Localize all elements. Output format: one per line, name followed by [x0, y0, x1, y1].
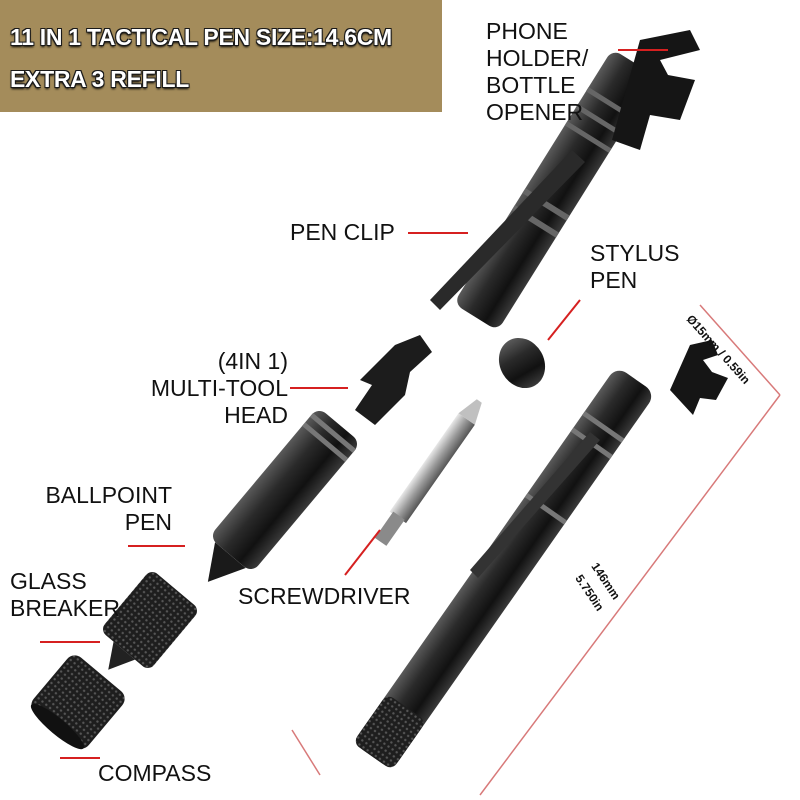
stylus-tip	[498, 337, 546, 389]
dimension-lines	[291, 304, 781, 796]
title-banner: 11 IN 1 TACTICAL PEN SIZE:14.6CM EXTRA 3…	[0, 0, 442, 112]
label-multi-tool-head: (4IN 1) MULTI-TOOL HEAD	[150, 348, 288, 428]
multi-tool-head	[355, 335, 432, 425]
screwdriver-bit	[374, 399, 482, 546]
glass-breaker	[103, 572, 197, 670]
ballpoint-body	[207, 410, 357, 582]
label-compass: COMPASS	[98, 760, 212, 786]
label-stylus-pen: STYLUS PEN	[590, 240, 680, 293]
label-phone-holder: PHONE HOLDER/ BOTTLE OPENER	[486, 18, 589, 125]
label-screwdriver: SCREWDRIVER	[238, 583, 411, 609]
banner-title: 11 IN 1 TACTICAL PEN SIZE:14.6CM	[10, 24, 392, 50]
label-ballpoint-pen: BALLPOINT PEN	[45, 482, 172, 535]
upper-pen-clip	[430, 150, 585, 310]
assembled-bottle-opener	[670, 340, 728, 415]
banner-subtitle: EXTRA 3 REFILL	[10, 66, 189, 92]
assembled-pen	[355, 370, 652, 768]
label-pen-clip: PEN CLIP	[290, 219, 395, 245]
label-glass-breaker: GLASS BREAKER	[10, 568, 120, 621]
assembled-pen-clip	[470, 432, 600, 578]
label-lines	[40, 49, 668, 759]
upper-bottle-opener	[612, 30, 700, 150]
compass-cap	[30, 655, 125, 750]
